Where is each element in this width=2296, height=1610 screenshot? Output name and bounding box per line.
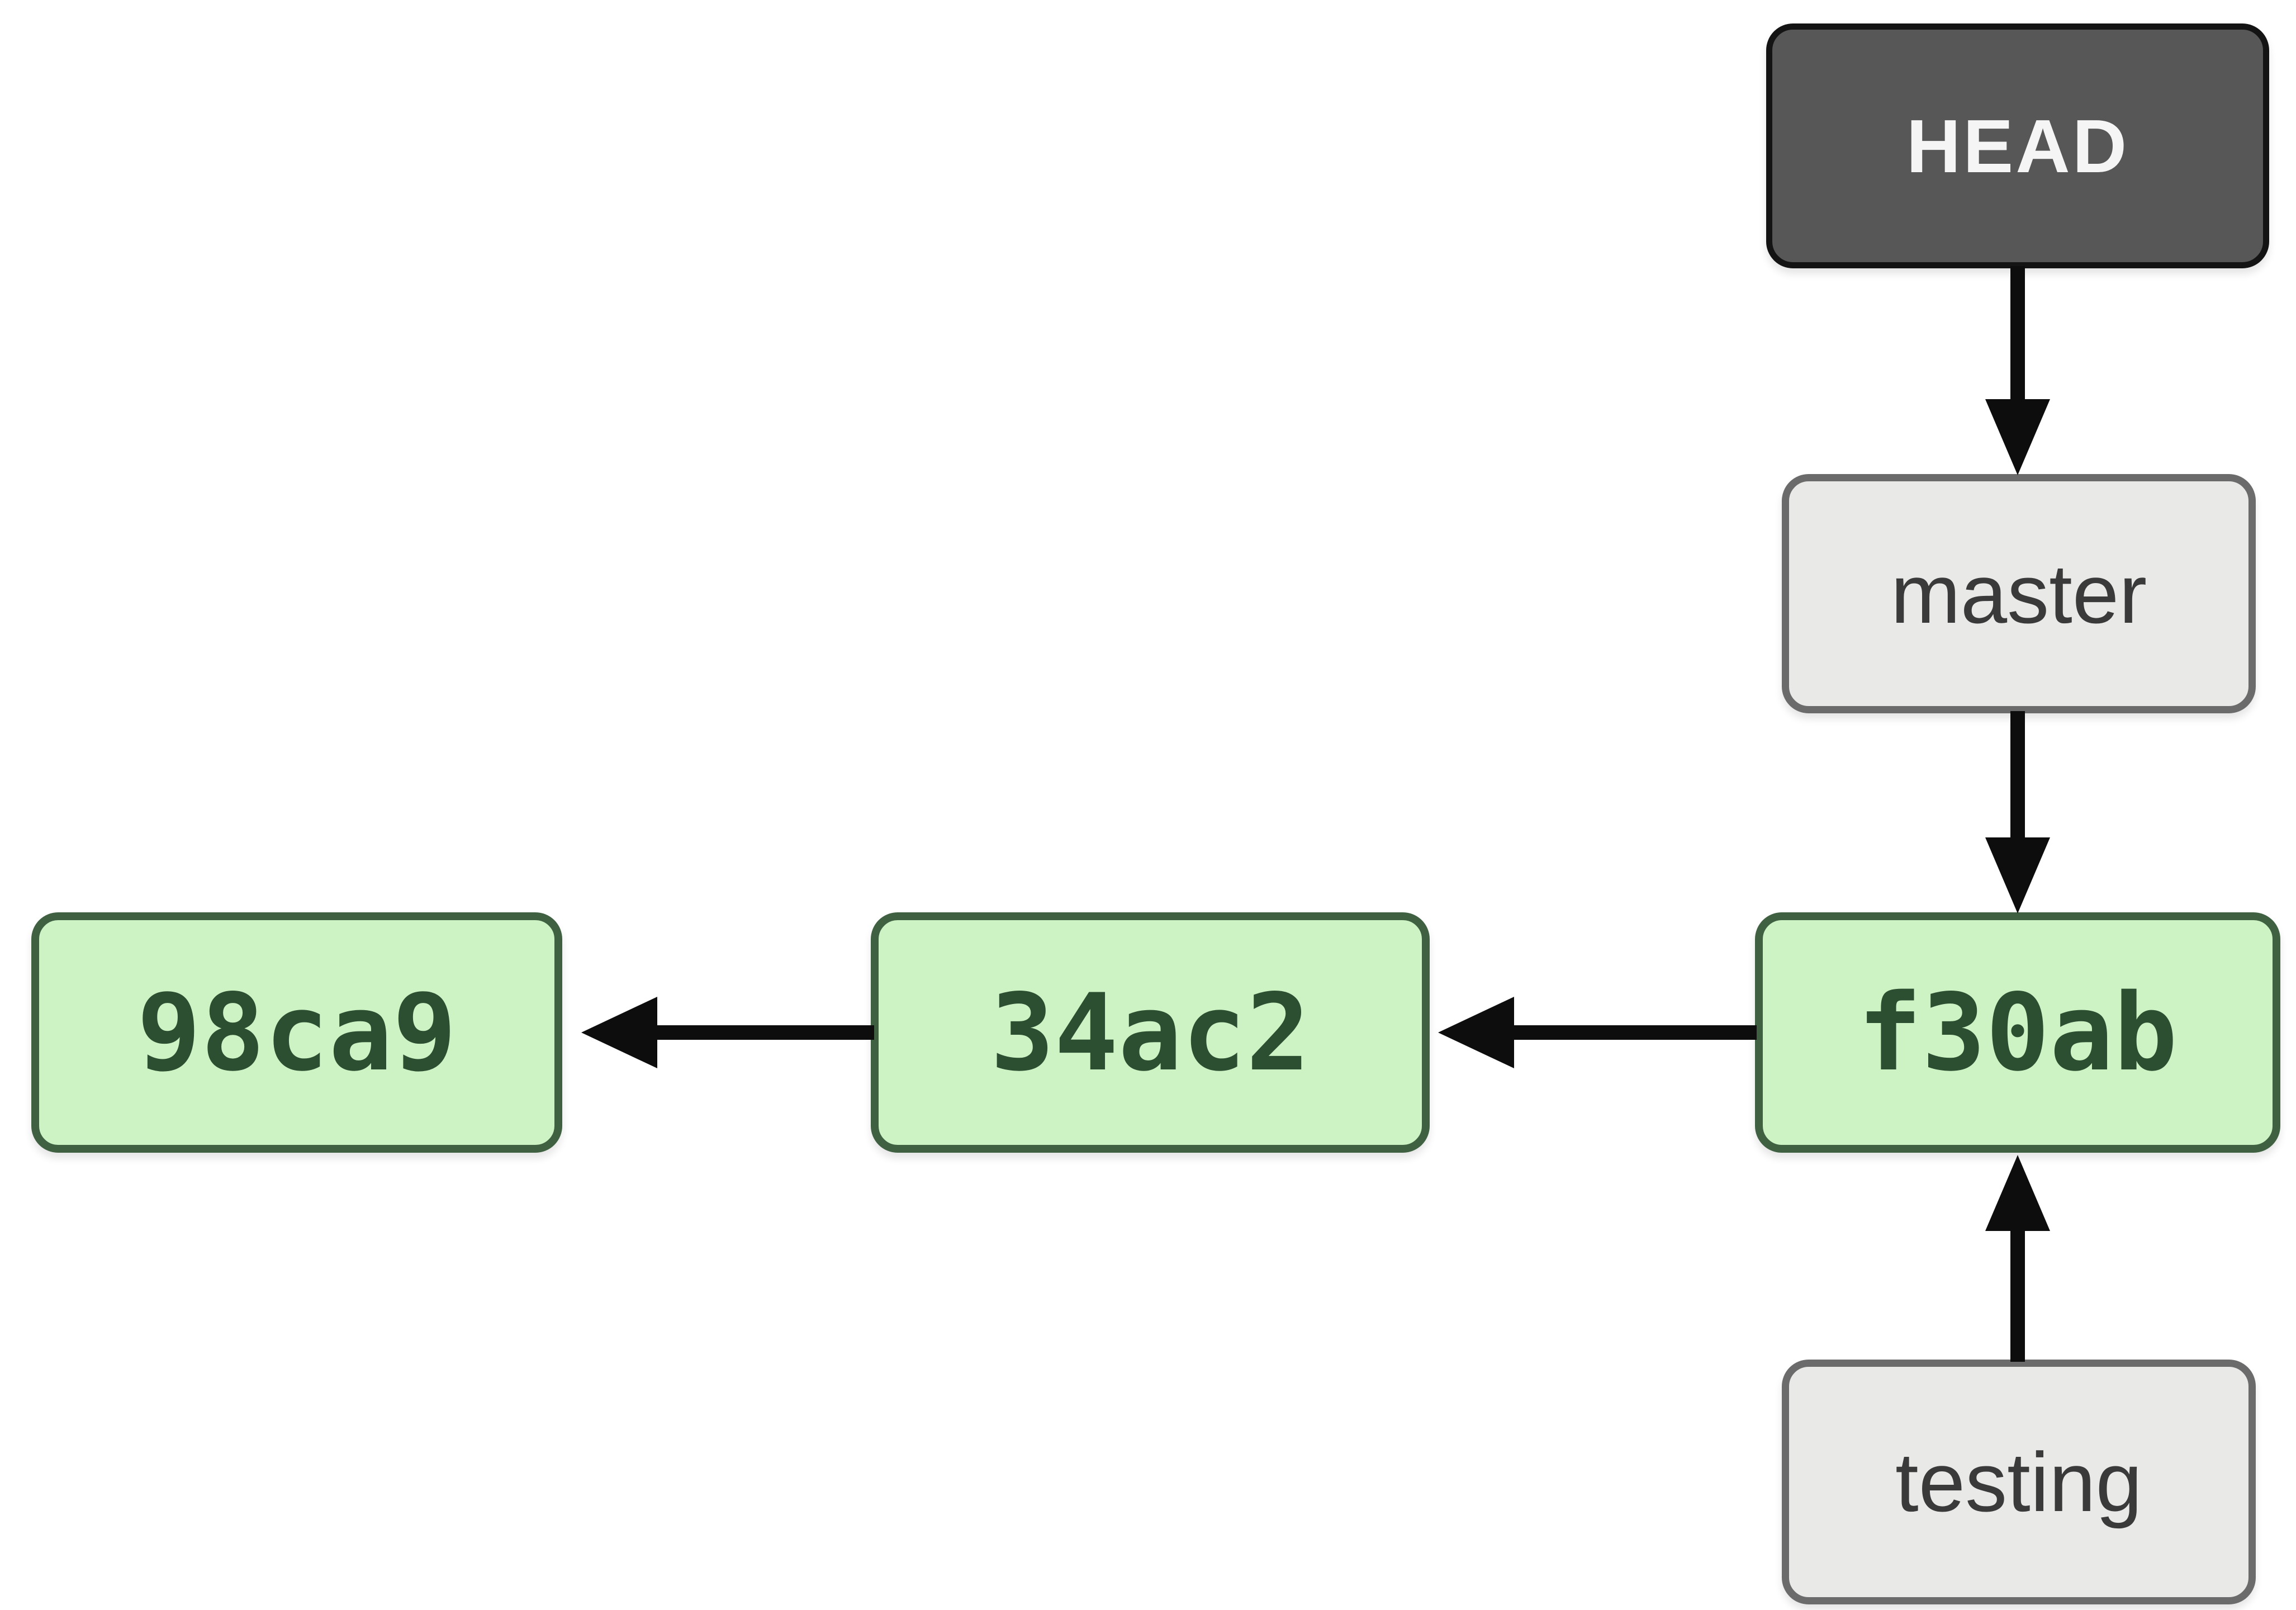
commit-f30ab-label: f30ab [1858, 970, 2178, 1095]
arrowhead-up-icon [1985, 1155, 2050, 1231]
arrow-shaft [1511, 1025, 1757, 1040]
arrow-shaft [654, 1025, 874, 1040]
arrow-shaft [2010, 266, 2025, 402]
commit-98ca9-label: 98ca9 [137, 970, 457, 1095]
head-pointer-label: HEAD [1906, 103, 2129, 188]
arrowhead-left-icon [1438, 997, 1514, 1068]
commit-34ac2-label: 34ac2 [990, 970, 1310, 1095]
commit-node-34ac2: 34ac2 [871, 912, 1430, 1153]
arrow-shaft [2010, 711, 2025, 841]
arrowhead-left-icon [581, 997, 657, 1068]
branch-testing-label: testing [1895, 1434, 2142, 1529]
branch-master-label: master [1890, 546, 2147, 641]
arrow-shaft [2010, 1228, 2025, 1362]
arrowhead-down-icon [1985, 399, 2050, 475]
branch-node-master: master [1782, 474, 2256, 713]
branch-node-testing: testing [1782, 1360, 2256, 1604]
arrowhead-down-icon [1985, 837, 2050, 913]
commit-node-f30ab: f30ab [1755, 912, 2280, 1153]
head-pointer-node: HEAD [1766, 23, 2269, 268]
commit-node-98ca9: 98ca9 [31, 912, 562, 1153]
